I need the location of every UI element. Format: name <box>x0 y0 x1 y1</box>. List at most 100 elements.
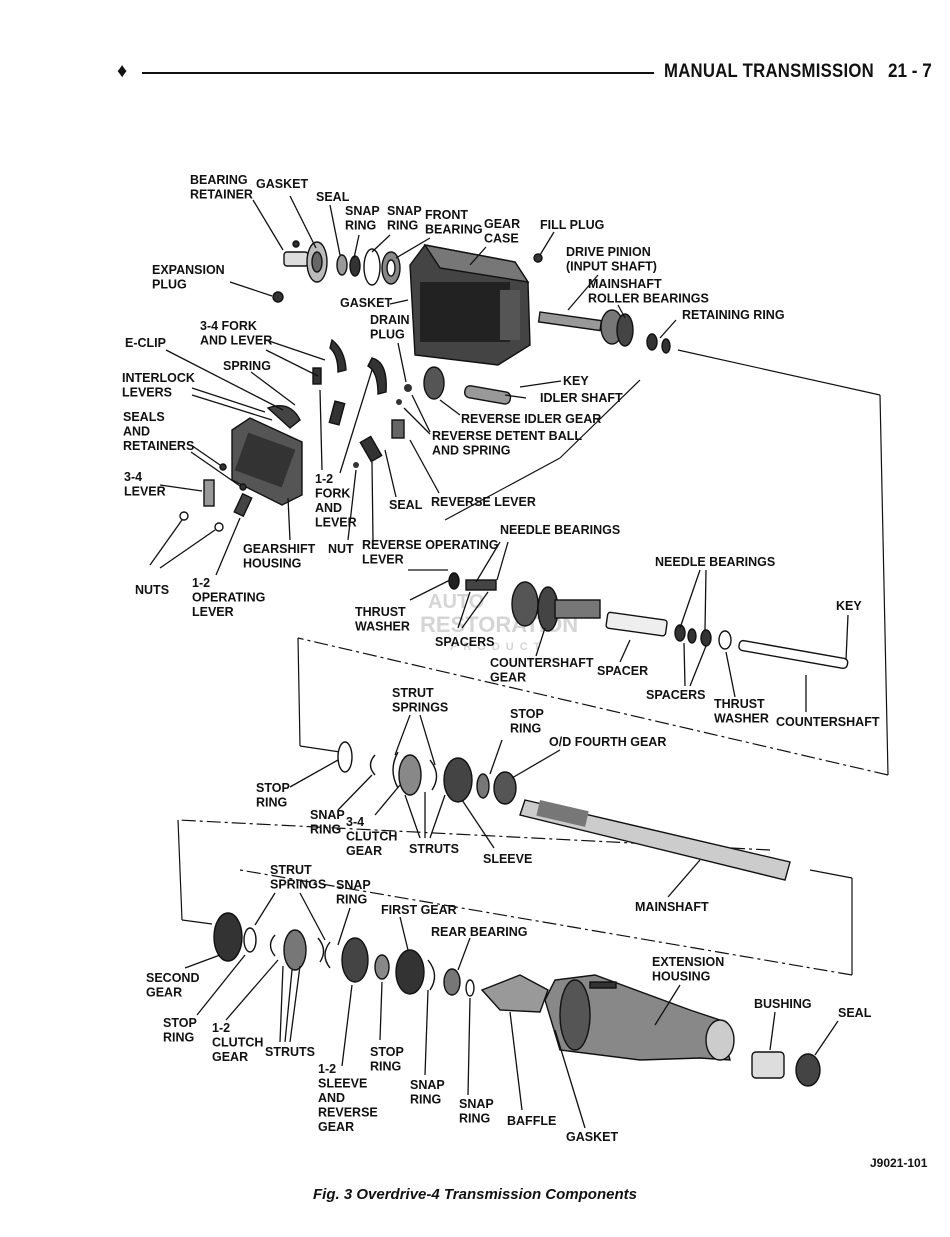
label-spring: SPRING <box>223 359 271 373</box>
label-line: SPRINGS <box>392 701 448 715</box>
label-line: SNAP <box>459 1097 494 1111</box>
label-line: STOP <box>370 1045 404 1059</box>
label-spacers-2: SPACERS <box>646 688 706 702</box>
label-line: COUNTERSHAFT <box>490 656 594 670</box>
label-line: STOP <box>256 781 290 795</box>
label-line: PLUG <box>370 328 405 342</box>
label-line: SEALS <box>123 410 165 424</box>
label-line: 1-2 <box>212 1021 230 1035</box>
label-seal-mid: SEAL <box>389 498 423 512</box>
label-reverse-idler-gear: REVERSE IDLER GEAR <box>461 412 601 426</box>
label-line: 1-2 <box>318 1062 336 1076</box>
label-line: 3-4 <box>346 815 364 829</box>
label-line: GEAR <box>346 844 382 858</box>
label-line: STRUT <box>270 863 312 877</box>
label-line: STRUTS <box>409 842 459 856</box>
label-line: SECOND <box>146 971 199 985</box>
label-line: RING <box>387 219 418 233</box>
label-line: REAR BEARING <box>431 925 528 939</box>
label-bushing: BUSHING <box>754 997 812 1011</box>
label-line: RETAINING RING <box>682 308 785 322</box>
label-line: RING <box>163 1031 194 1045</box>
label-line: SNAP <box>336 878 371 892</box>
page-header: ♦ MANUAL TRANSMISSION 21 - 7 <box>0 0 950 100</box>
label-line: SNAP <box>310 808 345 822</box>
label-line: HOUSING <box>243 557 301 571</box>
label-line: GASKET <box>256 177 308 191</box>
label-line: NUTS <box>135 583 169 597</box>
label-line: GEAR <box>484 217 520 231</box>
bullet-icon: ♦ <box>117 60 128 82</box>
label-line: MAINSHAFT <box>588 277 662 291</box>
label-line: WASHER <box>714 712 769 726</box>
label-mainshaft: MAINSHAFT <box>635 900 709 914</box>
label-line: KEY <box>836 599 862 613</box>
label-line: SNAP <box>387 204 422 218</box>
label-spacer: SPACER <box>597 664 648 678</box>
label-line: CLUTCH <box>346 830 397 844</box>
label-line: 1-2 <box>315 472 333 486</box>
label-line: NUT <box>328 542 354 556</box>
label-line: SPRING <box>223 359 271 373</box>
label-line: LEVER <box>192 605 234 619</box>
label-line: NEEDLE BEARINGS <box>500 523 620 537</box>
shift-forks-part <box>312 338 412 468</box>
label-line: RING <box>370 1060 401 1074</box>
label-drive-pinion: DRIVE PINION(INPUT SHAFT) <box>566 245 657 274</box>
label-line: RING <box>336 893 367 907</box>
label-gasket-mid: GASKET <box>340 296 392 310</box>
label-line: SPRINGS <box>270 878 326 892</box>
label-first-gear: FIRST GEAR <box>381 903 457 917</box>
header-rule <box>142 72 654 74</box>
label-line: OPERATING <box>192 591 265 605</box>
label-line: GEAR <box>318 1120 354 1134</box>
label-line: PLUG <box>152 278 187 292</box>
label-line: SNAP <box>345 204 380 218</box>
label-line: LEVERS <box>122 386 172 400</box>
parts <box>179 240 849 1087</box>
label-line: DRAIN <box>370 313 410 327</box>
label-fill-plug: FILL PLUG <box>540 218 604 232</box>
label-line: BEARING <box>190 173 248 187</box>
label-line: REVERSE OPERATING <box>362 538 499 552</box>
label-line: RING <box>256 796 287 810</box>
label-line: THRUST <box>355 605 406 619</box>
label-reverse-lever: REVERSE LEVER <box>431 495 536 509</box>
label-seal-right: SEAL <box>838 1006 872 1020</box>
label-key-right: KEY <box>836 599 862 613</box>
label-retaining-ring: RETAINING RING <box>682 308 785 322</box>
label-od-fourth-gear: O/D FOURTH GEAR <box>549 735 666 749</box>
label-line: RETAINERS <box>123 439 194 453</box>
label-line: STRUTS <box>265 1045 315 1059</box>
label-line: ROLLER BEARINGS <box>588 292 709 306</box>
label-line: O/D FOURTH GEAR <box>549 735 666 749</box>
label-line: 3-4 <box>124 470 142 484</box>
label-line: EXTENSION <box>652 955 724 969</box>
label-line: FILL PLUG <box>540 218 604 232</box>
label-line: REVERSE <box>318 1106 378 1120</box>
label-key-top: KEY <box>563 374 589 388</box>
label-line: BAFFLE <box>507 1114 556 1128</box>
label-line: (INPUT SHAFT) <box>566 260 657 274</box>
label-line: AND <box>318 1091 345 1105</box>
assembly-lines <box>177 349 889 976</box>
watermark: AUTO RESTORATION PRODUCT <box>420 591 578 653</box>
label-line: AND <box>315 501 342 515</box>
label-nut: NUT <box>328 542 354 556</box>
label-line: CLUTCH <box>212 1036 263 1050</box>
section-title: MANUAL TRANSMISSION <box>664 61 875 82</box>
